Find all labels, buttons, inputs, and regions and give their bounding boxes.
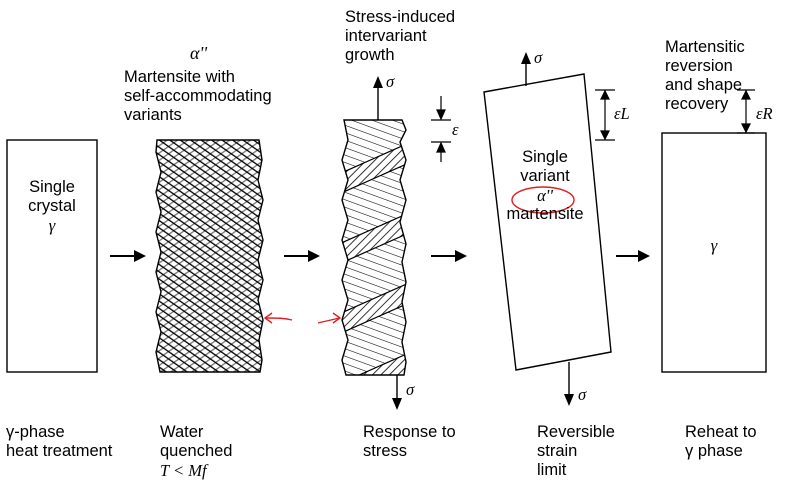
heading-line: recovery bbox=[665, 95, 729, 113]
caption-line: γ-phase bbox=[6, 423, 65, 441]
single-variant-label: Single variant α'' martensite bbox=[500, 148, 590, 224]
stress-arrow-up-3 bbox=[373, 76, 383, 120]
heading-line: reversion bbox=[665, 57, 733, 75]
caption-line: Reversible bbox=[537, 423, 615, 441]
stage3-caption: Response to stress bbox=[363, 423, 456, 461]
quench-condition: T < Mf bbox=[160, 461, 207, 480]
stage2-caption: Water quenched T < Mf bbox=[160, 423, 233, 480]
process-arrow-4 bbox=[616, 250, 650, 262]
alpha-double-prime-symbol: α'' bbox=[537, 186, 553, 205]
strain-marker-3 bbox=[431, 96, 451, 162]
caption-line: Reheat to bbox=[685, 423, 757, 441]
caption-line: Water bbox=[160, 423, 204, 441]
caption-line: Response to bbox=[363, 423, 456, 441]
annotation-arrow-left bbox=[263, 312, 293, 324]
stress-arrow-down-4 bbox=[564, 362, 574, 406]
stage5-heading: Martensitic reversion and shape recovery bbox=[665, 38, 745, 114]
sigma-symbol-top: σ bbox=[386, 72, 395, 91]
epsilon-l-symbol: εL bbox=[614, 104, 630, 123]
box-line: variant bbox=[520, 167, 570, 185]
box-line: martensite bbox=[506, 205, 584, 223]
stage3-heading: Stress-induced intervariant growth bbox=[345, 8, 455, 65]
caption-line: stress bbox=[363, 442, 408, 460]
process-arrow-1 bbox=[110, 250, 146, 262]
heading-line: growth bbox=[345, 46, 395, 64]
epsilon-r-symbol: εR bbox=[756, 104, 773, 123]
alpha-double-prime-symbol: α'' bbox=[190, 43, 208, 63]
process-arrow-2 bbox=[284, 250, 320, 262]
heading-line: self-accommodating bbox=[124, 87, 272, 105]
single-crystal-box bbox=[6, 139, 98, 373]
heading-line: and shape bbox=[665, 76, 743, 94]
caption-line: limit bbox=[537, 461, 567, 479]
box-line: Single bbox=[522, 148, 568, 166]
annotation-circle bbox=[511, 186, 575, 214]
sigma-symbol-bottom: σ bbox=[406, 380, 415, 399]
gamma-symbol: γ bbox=[710, 236, 718, 255]
process-arrow-3 bbox=[431, 250, 467, 262]
box-line: Single bbox=[29, 178, 75, 196]
caption-line: heat treatment bbox=[6, 442, 113, 460]
heading-line: variants bbox=[124, 106, 182, 124]
heading-line: Martensite with bbox=[124, 68, 235, 86]
stage5-caption: Reheat to γ phase bbox=[685, 423, 757, 461]
gamma-symbol: γ bbox=[48, 216, 56, 235]
caption-line: γ phase bbox=[685, 442, 743, 460]
box-line: crystal bbox=[28, 197, 76, 215]
single-crystal-label: Single crystal γ bbox=[7, 178, 97, 235]
recovered-gamma-box bbox=[661, 132, 767, 373]
stage2-heading: Martensite with self-accommodating varia… bbox=[124, 68, 272, 125]
stage4-caption: Reversible strain limit bbox=[537, 423, 615, 480]
caption-line: strain bbox=[537, 442, 578, 460]
annotation-arrow-right bbox=[317, 312, 342, 324]
heading-line: Martensitic bbox=[665, 38, 745, 56]
sigma-symbol-top: σ bbox=[534, 48, 543, 67]
heading-line: Stress-induced bbox=[345, 8, 456, 26]
intervariant-growth-block bbox=[341, 119, 407, 376]
stage1-caption: γ-phase heat treatment bbox=[6, 423, 112, 461]
heading-line: intervariant bbox=[345, 27, 427, 45]
strain-marker-4 bbox=[595, 89, 615, 141]
epsilon-symbol: ε bbox=[452, 120, 459, 139]
strain-marker-5 bbox=[737, 89, 755, 134]
caption-line: quenched bbox=[160, 442, 233, 460]
stress-arrow-up-4 bbox=[521, 52, 531, 86]
stress-arrow-down-3 bbox=[392, 375, 402, 410]
single-variant-box bbox=[483, 73, 612, 371]
martensite-variants-block bbox=[155, 139, 264, 373]
sigma-symbol-bottom: σ bbox=[578, 385, 587, 404]
